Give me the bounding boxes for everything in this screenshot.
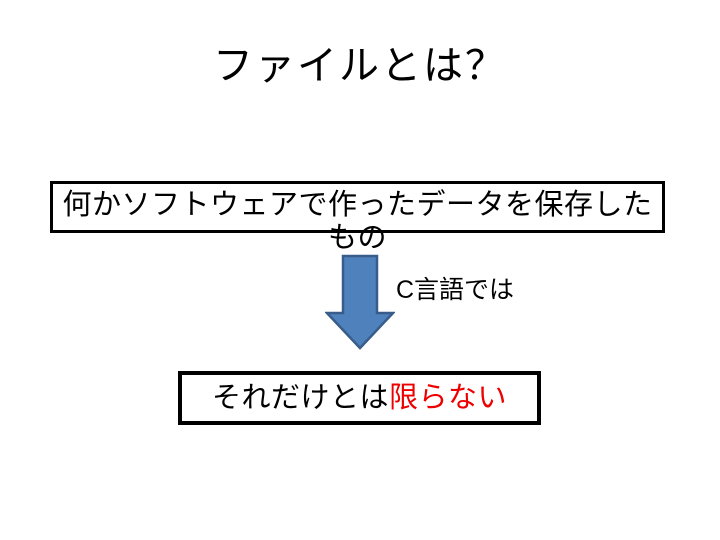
down-arrow-icon <box>325 254 395 350</box>
definition-box-line-1: 何かソフトウェアで作ったデータを保存した <box>62 189 653 221</box>
definition-box: 何かソフトウェアで作ったデータを保存した もの <box>50 181 665 254</box>
c-language-label: C言語では <box>396 276 515 304</box>
conclusion-box: それだけとは限らない <box>178 371 541 425</box>
slide-title: ファイルとは？ <box>213 44 507 88</box>
definition-box-line-2: もの <box>327 222 387 254</box>
down-arrow-shape <box>325 254 395 350</box>
conclusion-text-red: 限らない <box>389 382 508 414</box>
conclusion-text-black: それだけとは <box>211 382 389 414</box>
